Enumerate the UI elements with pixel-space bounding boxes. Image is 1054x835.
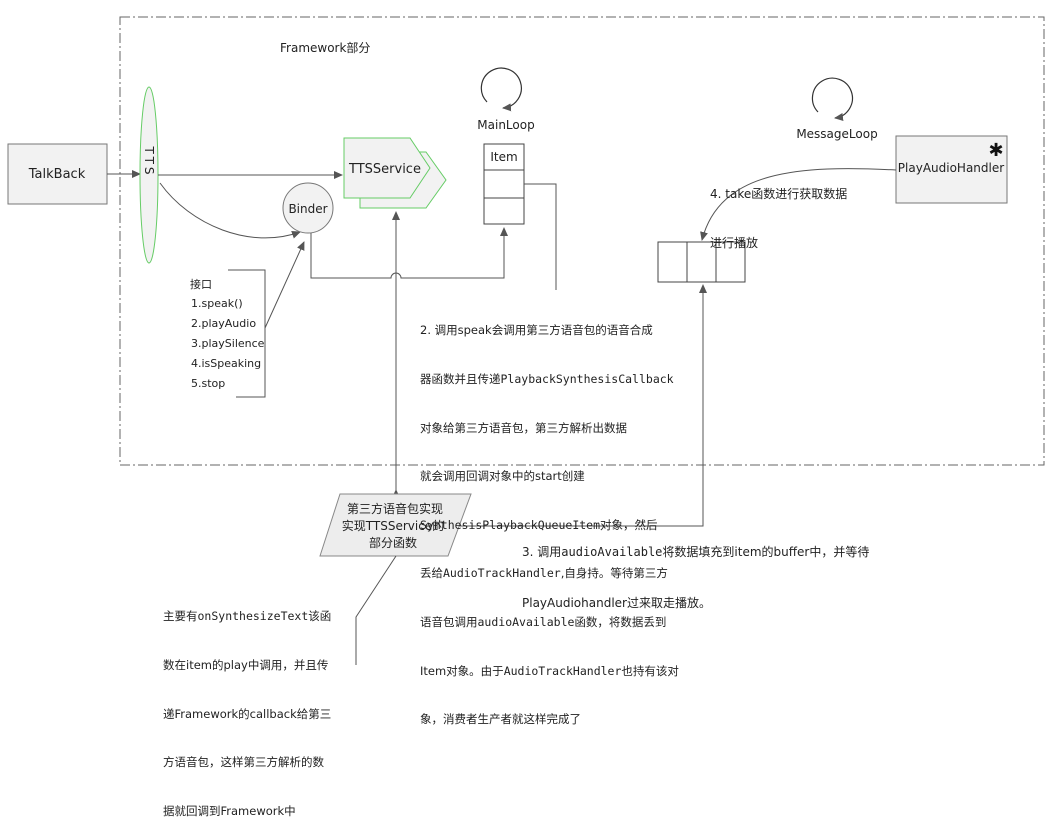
item-label: Item (490, 150, 517, 164)
interface-item: 5.stop (191, 377, 226, 390)
speak-note-text: 2. 调用speak会调用第三方语音包的语音合成 (420, 323, 653, 338)
speak-note-text: ,自身持。等待第三方 (560, 566, 668, 581)
speak-note-text: 函数，将数据丢到 (574, 615, 667, 630)
binder-label: Binder (288, 202, 327, 216)
tts-to-binder-curve (159, 182, 301, 239)
binder-to-item-connector (310, 227, 508, 279)
framework-boundary (119, 16, 1045, 466)
synthesize-note-text: 方语音包，这样第三方解析的数 (163, 755, 324, 770)
synthesize-note-bracket (355, 555, 397, 665)
speak-note-code: PlaybackSynthesisCallback (500, 372, 674, 387)
synthesize-note-text: 递Framework的callback给第三 (163, 706, 332, 721)
interface-item: 1.speak() (191, 297, 243, 310)
speak-note-text: 就会调用回调对象中的start创建 (420, 469, 585, 484)
speak-note-text: 象，消费者生产者就这样完成了 (420, 712, 581, 727)
third-party-label-line1: 第三方语音包实现 (347, 501, 443, 516)
interface-item: 3.playSilence (191, 337, 265, 350)
star-icon: ✱ (988, 140, 1003, 161)
synthesize-note-text: 该函 (308, 609, 332, 624)
audio-note-text: 将数据填充到item的buffer中，并等待 (662, 545, 870, 559)
binder-node[interactable]: Binder (282, 182, 334, 234)
speak-note-text: Item对象。由于 (420, 663, 504, 678)
mainloop-icon (480, 67, 522, 112)
interface-item: 2.playAudio (191, 317, 257, 330)
play-audio-handler-node[interactable]: PlayAudioHandler ✱ (895, 135, 1008, 204)
architecture-diagram: Framework部分 TalkBack TTS TTSService Bind… (7, 16, 1045, 665)
speak-note-text: 对象，然后 (600, 517, 658, 532)
audio-note-code: audioAvailable (561, 545, 663, 559)
take-note-line: 4. take函数进行获取数据 (710, 187, 848, 202)
speak-note-text: 器函数并且传递 (420, 372, 501, 387)
messageloop-icon (811, 77, 854, 121)
interface-title: 接口 (190, 278, 212, 291)
audio-note-text: PlayAudiohandler过来取走播放。 (522, 596, 711, 610)
messageloop-label: MessageLoop (796, 127, 877, 141)
third-party-label-line2: 实现TTSService的 (342, 518, 444, 533)
synthesize-note-text: 数在item的play中调用，并且传 (163, 658, 329, 673)
speak-note-text: 对象给第三方语音包，第三方解析出数据 (420, 420, 627, 435)
take-note: 4. take函数进行获取数据 进行播放 (710, 154, 847, 267)
tts-node[interactable]: TTS (139, 86, 159, 264)
buffer-queue[interactable] (657, 241, 746, 283)
handler-to-buffer-curve (700, 168, 897, 241)
speak-note-code: AudioTrackHandler (443, 566, 561, 581)
audio-available-note: 3. 调用audioAvailable将数据填充到item的buffer中，并等… (522, 510, 869, 629)
interface-bracket (228, 269, 266, 398)
interface-item: 4.isSpeaking (191, 357, 262, 370)
speak-note-code: AudioTrackHandler (503, 663, 622, 678)
play-audio-handler-label: PlayAudioHandler (898, 161, 1004, 175)
speak-note-code: SynthesisPlaybackQueueItem (420, 517, 601, 532)
mainloop-label: MainLoop (477, 118, 534, 132)
third-party-to-buffer-connector (448, 284, 707, 527)
talkback-node[interactable]: TalkBack (7, 143, 108, 205)
speak-note-text: 也持有该对 (621, 663, 679, 678)
item-to-note-line (524, 183, 557, 290)
tts-label: TTS (142, 145, 156, 177)
synthesize-note: 主要有onSynthesizeText该函 数在item的play中调用，并且传… (163, 576, 331, 835)
talkback-label: TalkBack (28, 167, 86, 182)
synthesize-note-code: onSynthesizeText (197, 609, 309, 624)
tts-service-node[interactable]: TTSService (343, 137, 447, 209)
item-queue[interactable]: Item (483, 143, 525, 225)
third-party-label-line3: 部分函数 (369, 535, 417, 550)
audio-note-text: 3. 调用 (522, 545, 562, 559)
interface-to-binder-line (264, 241, 305, 329)
third-party-node[interactable]: 第三方语音包实现 实现TTSService的 部分函数 (319, 493, 472, 557)
speak-note-text: 语音包调用 (420, 615, 478, 630)
speak-note-code: audioAvailable (477, 615, 575, 630)
synthesize-note-text: 据就回调到Framework中 (163, 803, 296, 818)
take-note-line: 进行播放 (710, 236, 759, 251)
tts-service-label: TTSService (348, 162, 421, 177)
framework-label: Framework部分 (280, 40, 370, 55)
speak-note-text: 丢给 (420, 566, 443, 581)
synthesize-note-text: 主要有 (163, 609, 198, 624)
